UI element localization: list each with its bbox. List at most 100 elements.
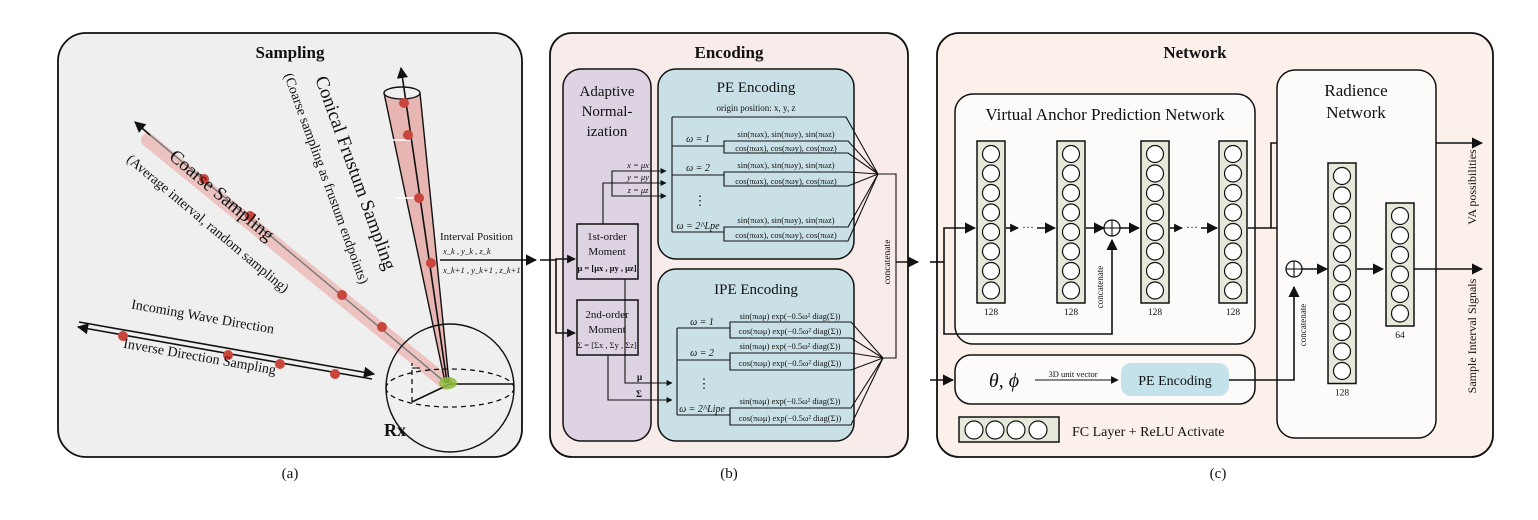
mu-z-arrow [611,183,667,200]
layer-size-label: 128 [1148,308,1163,318]
legend: FC Layer + ReLU Activate [958,416,1225,443]
neuron [1223,222,1243,242]
pe-row-2: ω = 2 sin(πωx), sin(πωy), sin(πωz) cos(π… [672,160,879,187]
pe-row-1: ω = 1 sin(πωx), sin(πωy), sin(πωz) cos(π… [672,129,879,175]
layer-size-label: 128 [1335,389,1350,399]
neuron [1332,264,1352,283]
neuron [981,222,1001,242]
pe-row-3: ω = 2^Lpe sin(πωx), sin(πωy), sin(πωz) c… [672,173,879,242]
interval-position-label: Interval Position [440,231,514,243]
ipe-row-3: ω = 2^Lipe sin(πωμ) exp(−0.5ω² diag(Σ)) … [677,357,884,426]
sample-point [337,290,347,300]
radiance-title-1: Radience [1324,81,1387,100]
ipe-row-1: ω = 1 sin(πωμ) exp(−0.5ω² diag(Σ)) cos(π… [677,311,884,359]
svg-text:cos(πωμ) exp(−0.5ω² diag(Σ)): cos(πωμ) exp(−0.5ω² diag(Σ)) [739,358,842,368]
layer-size-label: 128 [984,308,999,318]
neuron [1332,244,1352,264]
radiance-sum-node [1285,260,1303,278]
sample-point [118,331,128,341]
neuron [981,144,1001,164]
neuron [1061,144,1081,164]
neuron [981,261,1001,281]
direction-to-radiance-arrow [1229,285,1300,381]
neuron [1061,183,1081,203]
concatenate-line [878,173,897,359]
ipe-encoding-box [657,268,855,442]
neuron [981,281,1001,300]
neuron [1145,203,1165,222]
neuron [1223,144,1243,164]
svg-text:y = μy: y = μy [626,172,649,182]
neuron [1223,164,1243,183]
neuron [1145,144,1165,164]
neuron [1145,261,1165,281]
neuron [1332,283,1352,303]
layer-size-label: 128 [1064,308,1079,318]
first-moment-label: 1st-order [587,231,627,243]
svg-text:ω = 2^Lipe: ω = 2^Lipe [679,404,725,415]
neuron [1390,245,1410,265]
neuron [1061,281,1081,300]
sampling-panel: Sampling Coarse Sampling (Average interv… [57,32,538,482]
sample-point [414,193,424,203]
neuron [1332,205,1352,225]
sigma-arrow [607,355,673,404]
sample-point [223,350,233,360]
first-moment-label-2: Moment [588,246,625,258]
ipe-ellipsis: ⋮ [698,376,711,391]
layer-size-label: 64 [1395,331,1405,341]
adaptive-label-2: Normal- [582,104,633,120]
neuron [1332,166,1352,186]
sample-point [199,174,209,184]
svg-text:cos(πωx), cos(πωy), cos(πωz): cos(πωx), cos(πωy), cos(πωz) [735,143,837,153]
neuron [1061,164,1081,183]
second-moment-label-2: Moment [588,324,625,336]
sample-point [426,258,436,268]
second-moment-label: 2nd-order [585,309,629,321]
svg-text:ω = 2: ω = 2 [686,163,710,174]
inverse-direction-ray [76,321,376,380]
neuron [1223,261,1243,281]
svg-text:···: ··· [1186,220,1198,234]
neuron [1061,242,1081,261]
mu-y-arrow [602,179,667,224]
neuron [981,242,1001,261]
sampling-title: Sampling [256,43,325,62]
svg-text:sin(πωx), sin(πωy), sin(πωz): sin(πωx), sin(πωy), sin(πωz) [737,215,834,225]
caption-c: (c) [1210,466,1227,482]
caption-b: (b) [720,466,738,482]
svg-text:sin(πωx), sin(πωy), sin(πωz): sin(πωx), sin(πωy), sin(πωz) [737,129,834,139]
neuron [1390,304,1410,323]
caption-a: (a) [282,466,299,482]
svg-text:sin(πωμ) exp(−0.5ω² diag(Σ)): sin(πωμ) exp(−0.5ω² diag(Σ)) [739,341,840,351]
svg-text:Σ: Σ [636,389,642,399]
sample-interval-signals-label: Sample Interval Signals [1465,278,1479,393]
second-moment-formula: Σ = [Σx , Σy , Σz] [577,340,637,350]
svg-text:ω = 1: ω = 1 [690,317,714,328]
direction-pe-label: PE Encoding [1138,374,1212,389]
svg-text:···: ··· [1022,220,1034,234]
svg-text:sin(πωμ) exp(−0.5ω² diag(Σ)): sin(πωμ) exp(−0.5ω² diag(Σ)) [739,396,840,406]
network-title: Network [1163,43,1227,62]
pe-origin-label: origin position: x, y, z [717,103,796,113]
neuron [1145,164,1165,183]
radiance-layer-128: 128 [1327,162,1357,399]
neuron [1390,284,1410,304]
sample-point [330,369,340,379]
neuron [1145,281,1165,300]
radiance-concatenate-label: concatenate [1298,304,1308,346]
rx-label: Rx [384,420,406,440]
coarse-sampling-ray [134,121,453,390]
neuron [1223,183,1243,203]
ipe-row-2: ω = 2 sin(πωμ) exp(−0.5ω² diag(Σ)) cos(π… [677,341,884,371]
neuron [981,203,1001,222]
radiance-title-2: Network [1326,103,1386,122]
vap-sum-node [1103,219,1121,237]
network-panel: Network Virtual Anchor Prediction Networ… [930,32,1494,482]
svg-text:μ: μ [637,372,642,382]
neuron [1332,361,1352,381]
svg-text:ω = 2^Lpe: ω = 2^Lpe [676,221,720,232]
svg-text:cos(πωx), cos(πωy), cos(πωz): cos(πωx), cos(πωy), cos(πωz) [735,230,837,240]
svg-text:ω = 1: ω = 1 [686,134,710,145]
